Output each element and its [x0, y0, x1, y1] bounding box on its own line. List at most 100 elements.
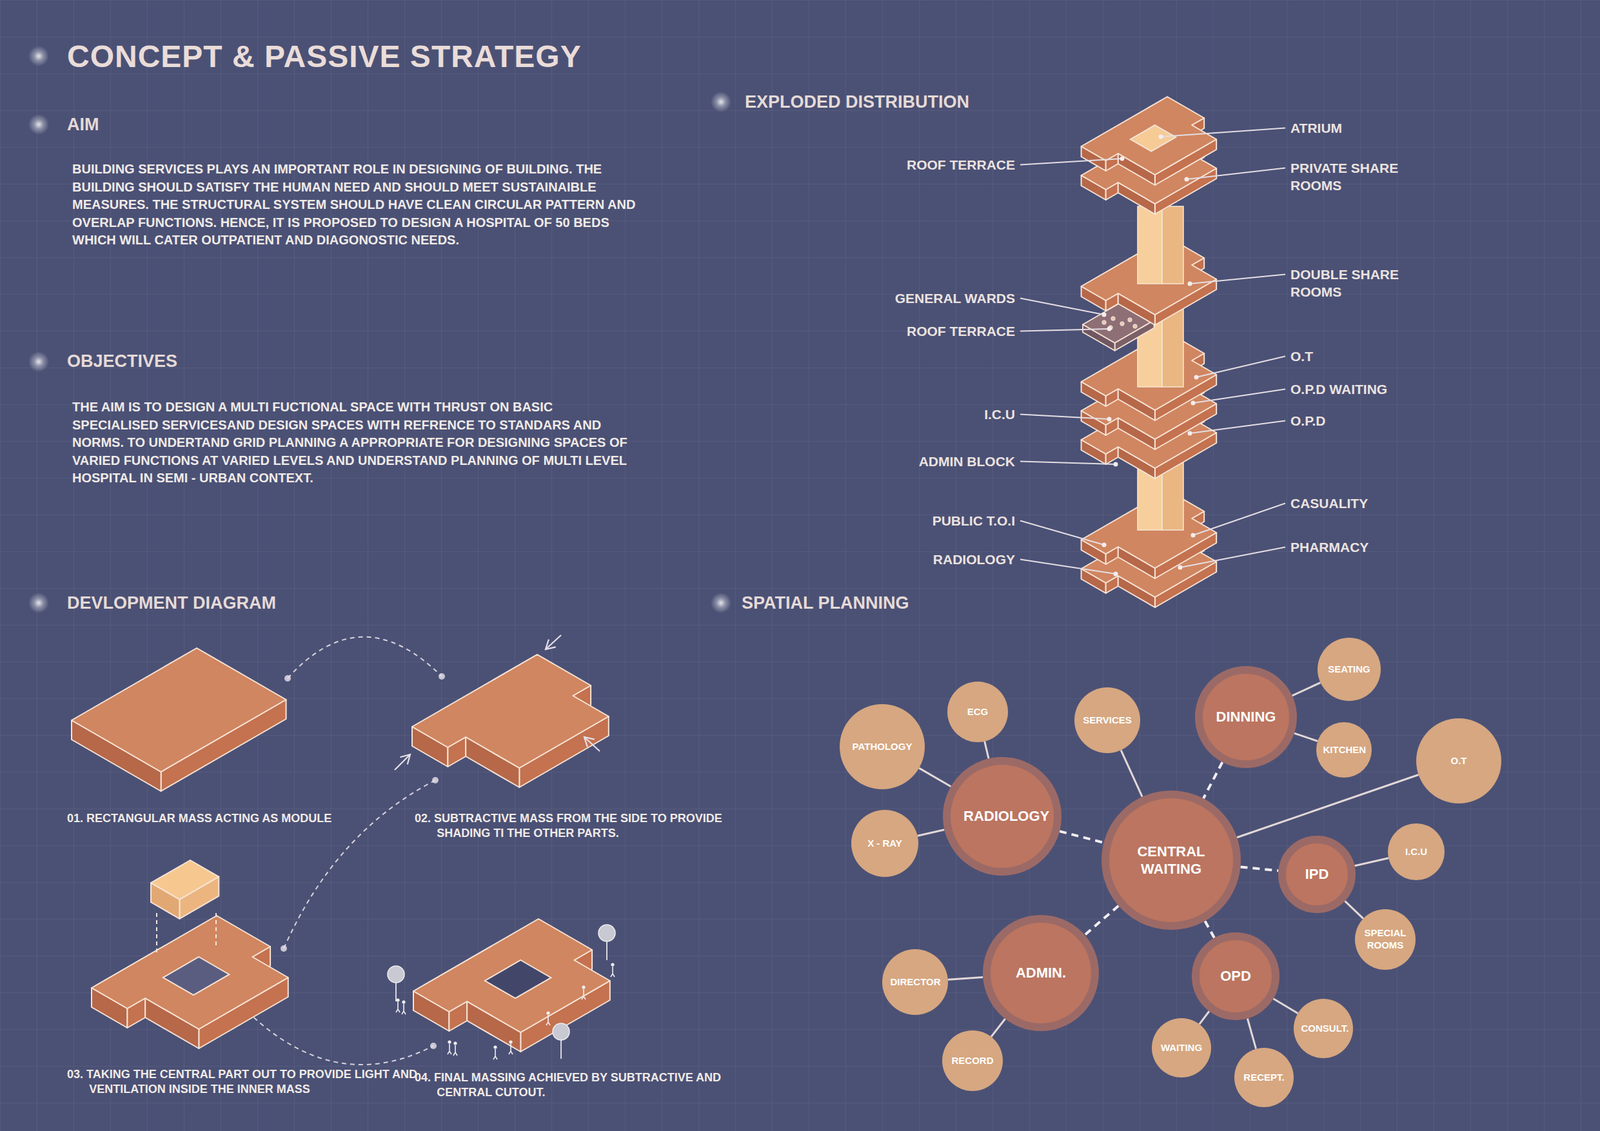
tree-symbol	[598, 924, 616, 961]
space-name: WAITING	[1160, 1042, 1203, 1055]
lift-guide	[156, 913, 158, 954]
final-mass	[413, 918, 611, 1052]
space-bubble: RECEPT.	[1234, 1047, 1294, 1108]
tree-crown	[552, 1023, 570, 1041]
floor-label: PRIVATE SHARE ROOMS	[1290, 159, 1439, 195]
adjacency-link	[1292, 682, 1321, 696]
step-caption: 04. FINAL MASSING ACHIEVED BY SUBTRACTIV…	[414, 1070, 772, 1100]
arrow-head	[584, 737, 595, 747]
person-body	[610, 966, 615, 978]
person-body	[581, 989, 586, 1000]
adjacency-link	[1120, 750, 1143, 797]
lift-guide	[215, 913, 217, 949]
person-body	[493, 1049, 498, 1060]
adjacency-link	[1354, 858, 1390, 867]
leader-dot	[1184, 177, 1190, 182]
adjacency-link	[1247, 1018, 1256, 1049]
adjacency-link	[1294, 733, 1318, 741]
leader-line	[1020, 158, 1123, 166]
terrace-figure	[1127, 317, 1132, 322]
removed-block	[150, 860, 219, 919]
mass-top	[1081, 96, 1217, 175]
cutout-mass	[91, 915, 289, 1049]
space-name: CONSULT.	[1301, 1022, 1346, 1036]
primary-link	[1240, 866, 1279, 871]
development-diagram	[71, 635, 616, 1065]
subtracted-mass	[412, 654, 609, 788]
leader-line	[1180, 547, 1286, 569]
leader-dot	[1187, 431, 1193, 436]
space-name: KITCHEN	[1323, 744, 1366, 757]
section-heading: AIM	[67, 114, 100, 135]
person-head	[581, 985, 585, 989]
leader-dot	[1102, 312, 1107, 318]
page-title: CONCEPT & PASSIVE STRATEGY	[67, 38, 582, 75]
zone-name: RADIOLOGY	[963, 807, 1041, 826]
section-heading: EXPLODED DISTRIBUTION	[744, 92, 970, 113]
section-heading: OBJECTIVES	[67, 351, 178, 372]
flow-dot	[280, 945, 287, 952]
space-name: X - RAY	[867, 837, 903, 850]
leader-dot	[1158, 134, 1164, 140]
floor-label: DOUBLE SHARE ROOMS	[1290, 265, 1439, 301]
rectangular-mass	[71, 648, 287, 792]
space-bubble: KITCHEN	[1316, 722, 1372, 778]
floor-label: CASUALITY	[1290, 494, 1368, 513]
space-name: RECORD	[951, 1055, 994, 1068]
terrace-figure	[1102, 320, 1107, 325]
flow-dot	[438, 673, 445, 680]
leader-line	[1020, 298, 1105, 316]
person-body	[395, 1002, 400, 1013]
space-name: ECG	[967, 706, 989, 719]
zone-bubble: RADIOLOGY	[942, 757, 1062, 876]
mass-top	[413, 918, 611, 1033]
mass-top	[91, 915, 289, 1030]
leader-dot	[1113, 572, 1119, 577]
primary-link	[1059, 831, 1104, 843]
mass-top	[71, 648, 287, 772]
section-heading: DEVLOPMENT DIAGRAM	[67, 593, 277, 614]
space-name: PATHOLOGY	[852, 740, 913, 754]
adjacency-link	[917, 829, 945, 837]
space-bubble: DIRECTOR	[882, 949, 949, 1016]
space-bubble: ECG	[947, 681, 1008, 743]
inward-arrow	[394, 754, 411, 771]
floor-label: PHARMACY	[1290, 538, 1369, 556]
zone-bubble: CENTRAL WAITING	[1101, 790, 1241, 930]
person-head	[546, 1011, 550, 1015]
step-caption: 02. SUBTRACTIVE MASS FROM THE SIDE TO PR…	[414, 811, 772, 841]
space-bubble: PATHOLOGY	[839, 704, 925, 790]
leader-line	[1189, 274, 1286, 285]
space-name: RECEPT.	[1243, 1071, 1284, 1085]
flow-dot	[430, 1042, 437, 1050]
tree-symbol	[552, 1023, 570, 1059]
tree-symbol	[387, 966, 405, 1002]
floor-label: ADMIN BLOCK	[918, 452, 1016, 471]
adjacency-link	[1199, 1011, 1210, 1025]
floor-label: GENERAL WARDS	[895, 289, 1016, 307]
floor-label: O.P.D	[1290, 412, 1326, 430]
leader-line	[1189, 421, 1286, 435]
person-head	[508, 1040, 513, 1044]
floor-label: ROOF TERRACE	[906, 322, 1016, 340]
leader-dot	[1194, 375, 1199, 380]
leader-line	[1160, 128, 1286, 138]
mass-top	[150, 860, 219, 900]
leader-dot	[1107, 417, 1112, 422]
space-name: DIRECTOR	[890, 976, 941, 989]
space-bubble: SERVICES	[1074, 687, 1141, 754]
leader-line	[1020, 414, 1110, 420]
adjacency-link	[918, 768, 951, 787]
section-heading: SPATIAL PLANNING	[741, 593, 910, 614]
adjacency-link	[984, 741, 989, 760]
arrow-head	[545, 639, 556, 650]
person-figure	[546, 1011, 551, 1026]
core-front	[1137, 206, 1163, 284]
space-bubble: RECORD	[942, 1030, 1003, 1092]
leader-line	[1020, 461, 1116, 465]
space-bubble: O.T	[1416, 718, 1502, 804]
zone-name: ADMIN.	[1015, 964, 1067, 983]
zone-bubble: DINNING	[1195, 666, 1297, 769]
leader-dot	[1178, 565, 1183, 571]
